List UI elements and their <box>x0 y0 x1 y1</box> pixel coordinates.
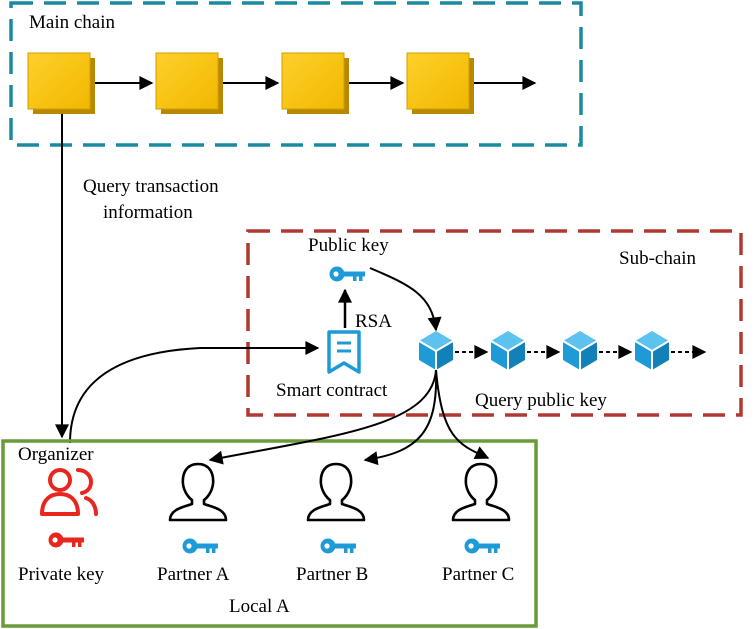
sub-chain-border <box>246 229 743 417</box>
query-key-arrow-a <box>208 369 437 465</box>
partner-c: Partner C <box>442 462 514 585</box>
main-chain-block-2 <box>155 52 223 114</box>
sub-chain-block-3 <box>562 330 598 371</box>
partner-c-key-icon <box>464 538 500 554</box>
local-border <box>1 439 538 628</box>
public-key-icon <box>329 266 365 282</box>
partner-c-avatar-icon <box>451 462 511 522</box>
organizer-group-icon <box>40 468 98 516</box>
smart-contract-label: Smart contract <box>276 380 388 401</box>
partner-c-label: Partner C <box>442 564 514 585</box>
sub-chain-block-2 <box>490 330 526 371</box>
query-public-key-label: Query public key <box>475 390 607 411</box>
partner-b-key-icon <box>320 538 356 554</box>
partner-a-avatar-icon <box>168 462 228 522</box>
main-chain-block-1 <box>27 52 95 114</box>
main-chain-border <box>9 1 583 147</box>
rsa-label: RSA <box>355 311 392 332</box>
main-chain-block-4 <box>406 52 474 114</box>
sub-chain-block-1 <box>418 330 454 371</box>
query-transaction-label-line2: information <box>103 202 193 223</box>
sub-chain-block-4 <box>634 330 670 371</box>
query-key-arrow-c <box>435 369 490 460</box>
partner-b-avatar-icon <box>306 462 366 522</box>
sub-chain-group: Sub-chain Public key RSA Smart contract <box>246 229 743 417</box>
organizer-to-contract-arrow <box>69 341 320 444</box>
partner-b: Partner B <box>296 462 368 585</box>
partner-b-label: Partner B <box>296 564 368 585</box>
local-group: Local A Organizer Private key Partner A … <box>1 439 538 628</box>
public-key-to-cube-arrow <box>369 267 442 332</box>
query-transaction-label-line1: Query transaction <box>83 176 219 197</box>
main-chain-label: Main chain <box>29 12 116 33</box>
main-chain-block-3 <box>281 52 349 114</box>
partner-a: Partner A <box>157 462 230 585</box>
partner-a-label: Partner A <box>157 564 230 585</box>
partner-a-key-icon <box>182 538 218 554</box>
local-label: Local A <box>229 596 290 617</box>
sub-chain-label: Sub-chain <box>619 248 697 269</box>
smart-contract-icon <box>327 330 361 374</box>
main-chain-group: Main chain <box>9 1 583 147</box>
private-key-icon <box>48 532 84 548</box>
query-key-arrow-b <box>363 369 438 466</box>
private-key-label: Private key <box>18 564 105 585</box>
public-key-label: Public key <box>308 235 389 256</box>
organizer-label: Organizer <box>18 444 94 465</box>
